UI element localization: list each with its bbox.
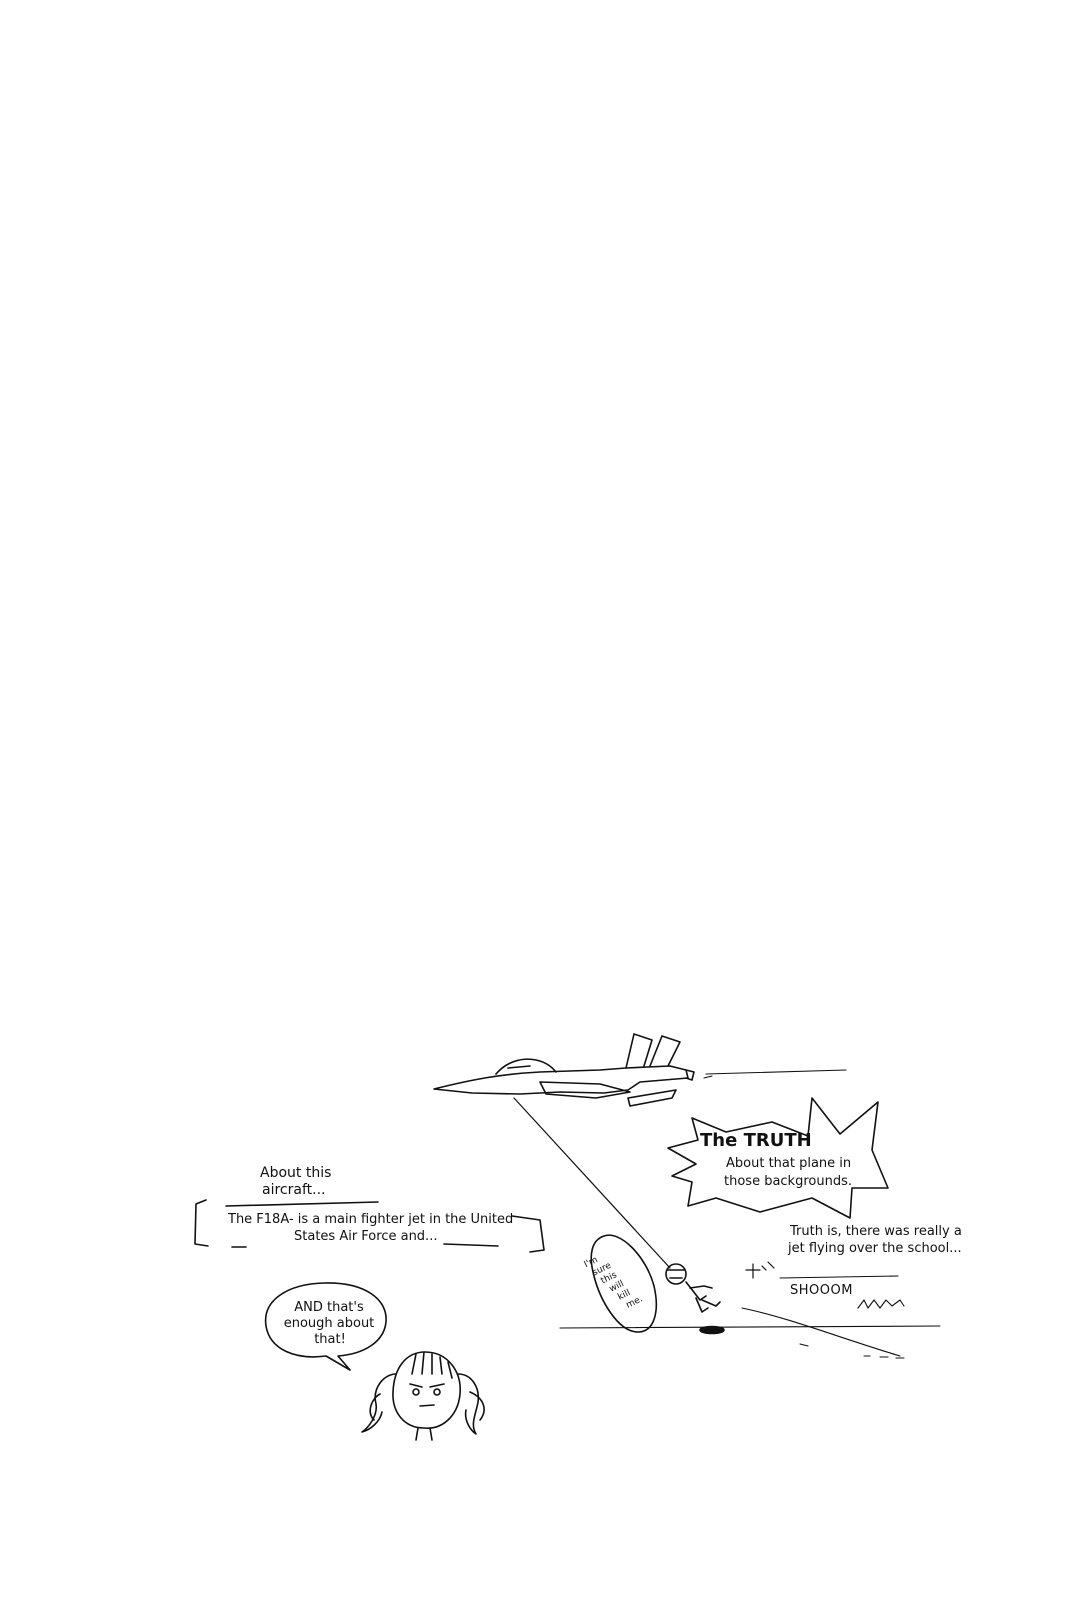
dialogue-line2: enough about bbox=[283, 1316, 375, 1331]
pilot-figure-drawing bbox=[665, 1263, 721, 1313]
truth-note-line2: jet flying over the school... bbox=[788, 1241, 962, 1256]
text-bracket bbox=[194, 1199, 545, 1253]
girl-character-drawing bbox=[361, 1351, 485, 1441]
truth-note-line1: Truth is, there was really a bbox=[790, 1224, 962, 1239]
speed-dots bbox=[799, 1343, 905, 1359]
speech-bubble-outline bbox=[264, 1282, 387, 1371]
ground-line bbox=[559, 1325, 941, 1329]
jet-description-line1: The F18A- is a main fighter jet in the U… bbox=[228, 1212, 514, 1227]
fighter-jet-drawing bbox=[433, 1033, 847, 1107]
sound-effect-label: SHOOOM bbox=[790, 1283, 853, 1298]
sfx-mark bbox=[745, 1261, 775, 1279]
truth-subtitle-line1: About that plane in bbox=[726, 1156, 852, 1171]
tow-rope bbox=[513, 1097, 671, 1269]
aircraft-caption-line2: aircraft... bbox=[262, 1182, 326, 1198]
ground-shadow bbox=[699, 1325, 725, 1335]
truth-subtitle-line2: those backgrounds. bbox=[724, 1174, 852, 1189]
pilot-bubble-outline bbox=[590, 1234, 658, 1333]
sfx-motion-scribble bbox=[857, 1299, 905, 1309]
dialogue-line3: that! bbox=[314, 1332, 346, 1347]
sfx-line-top bbox=[779, 1275, 899, 1279]
speed-streak bbox=[741, 1307, 901, 1357]
dialogue-line1: AND that's bbox=[294, 1300, 364, 1315]
jet-description-line2: States Air Force and... bbox=[294, 1229, 438, 1244]
truth-heading: The TRUTH bbox=[700, 1130, 812, 1151]
truth-burst-outline bbox=[667, 1097, 889, 1219]
aircraft-caption-line1: About this bbox=[260, 1165, 332, 1181]
